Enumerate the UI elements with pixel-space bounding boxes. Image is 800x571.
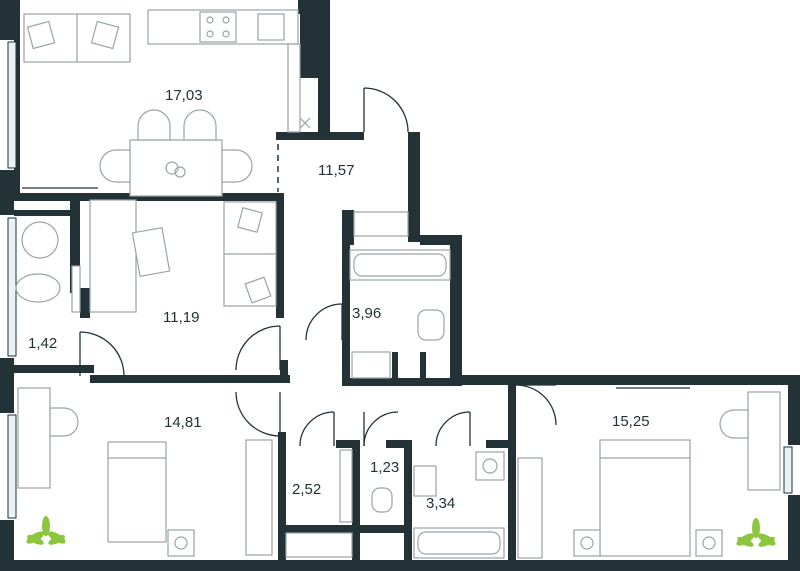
area-label-toilet: 1,23 — [370, 459, 399, 476]
doors — [79, 87, 557, 447]
area-label-bathroom-small: 3,34 — [426, 495, 455, 512]
area-label-bedroom-office: 11,19 — [163, 309, 199, 326]
area-label-wardrobe: 2,52 — [292, 481, 321, 498]
area-label-bedroom-left: 14,81 — [164, 414, 202, 431]
plant-icon-right — [736, 518, 776, 547]
area-label-hallway: 11,57 — [318, 162, 354, 179]
windows — [7, 41, 793, 519]
area-label-kitchen-living: 17,03 — [165, 87, 203, 104]
room-labels: 17,03 11,57 11,19 1,42 3,96 14,81 2,52 1… — [28, 87, 650, 512]
area-label-bedroom-right: 15,25 — [612, 413, 650, 430]
furniture — [15, 9, 781, 559]
plant-icon-left — [26, 516, 66, 545]
plants — [26, 516, 776, 547]
area-label-bathroom: 3,96 — [352, 305, 381, 322]
area-label-balcony: 1,42 — [28, 335, 57, 352]
